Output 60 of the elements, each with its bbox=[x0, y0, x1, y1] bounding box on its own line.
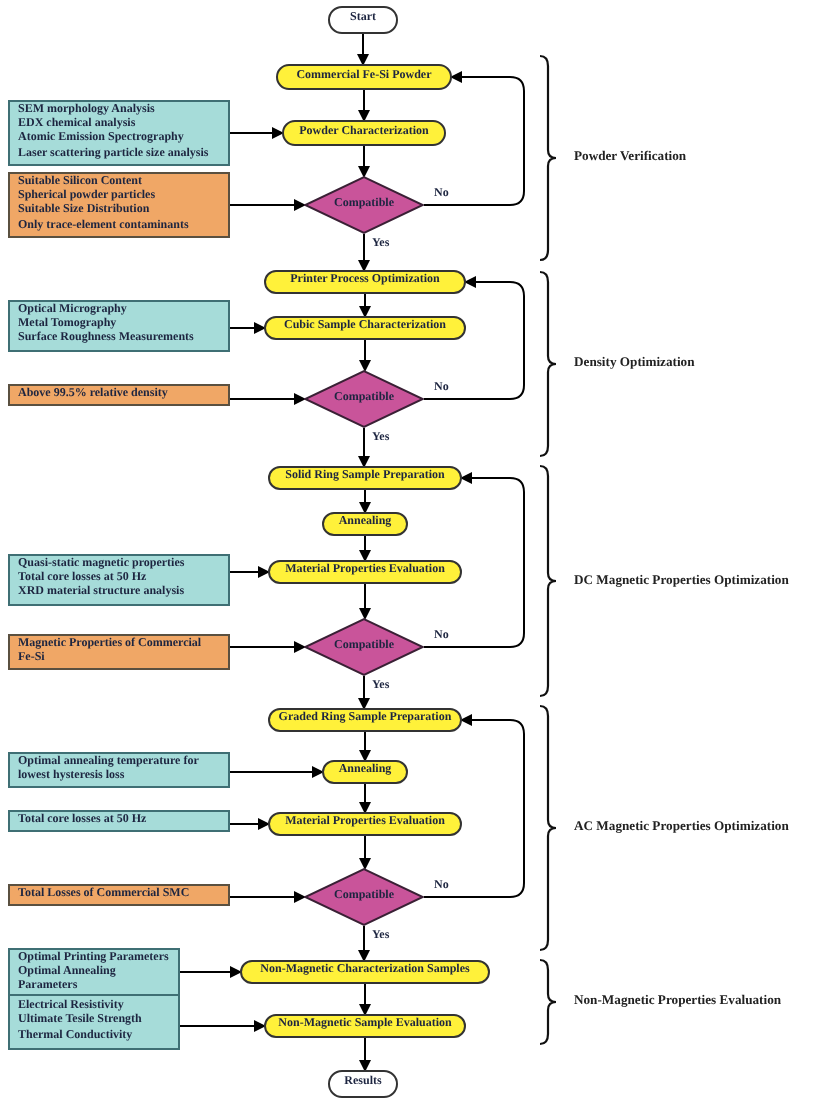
method-box bbox=[8, 810, 230, 833]
arrow bbox=[229, 127, 284, 139]
process-pill bbox=[322, 512, 408, 536]
criteria-box bbox=[8, 884, 230, 907]
process-pill bbox=[268, 560, 462, 584]
process-pill bbox=[282, 120, 446, 146]
arrow bbox=[229, 566, 270, 578]
criteria-box bbox=[8, 634, 230, 671]
decision-diamond bbox=[304, 176, 424, 234]
decision-diamond bbox=[304, 618, 424, 676]
arrow bbox=[359, 835, 371, 870]
arrow bbox=[229, 766, 324, 778]
arrow bbox=[359, 489, 371, 514]
process-pill bbox=[264, 316, 466, 340]
method-box bbox=[8, 300, 230, 352]
arrow bbox=[179, 966, 242, 978]
arrow bbox=[423, 276, 525, 400]
arrow bbox=[358, 89, 370, 122]
arrow bbox=[229, 641, 306, 653]
terminal-pill bbox=[328, 1070, 398, 1098]
arrow bbox=[229, 199, 306, 211]
arrow bbox=[229, 393, 306, 405]
decision-diamond bbox=[304, 370, 424, 428]
arrow bbox=[359, 583, 371, 620]
arrow bbox=[358, 427, 370, 468]
arrow bbox=[359, 783, 371, 814]
criteria-box bbox=[8, 384, 230, 407]
process-pill bbox=[322, 760, 408, 784]
process-pill bbox=[268, 466, 462, 490]
process-pill bbox=[268, 812, 462, 836]
process-pill bbox=[264, 270, 466, 294]
arrow bbox=[229, 322, 266, 334]
method-box bbox=[8, 752, 230, 789]
method-box bbox=[8, 554, 230, 606]
arrow bbox=[358, 675, 370, 710]
process-pill bbox=[276, 64, 452, 90]
arrow bbox=[229, 891, 306, 903]
criteria-box bbox=[8, 172, 230, 238]
arrow bbox=[359, 293, 371, 318]
terminal-pill bbox=[328, 6, 398, 34]
method-box bbox=[8, 100, 230, 166]
arrow bbox=[359, 983, 371, 1016]
arrow bbox=[359, 535, 371, 562]
arrow bbox=[358, 925, 370, 962]
arrow bbox=[423, 714, 525, 898]
arrow bbox=[359, 339, 371, 372]
decision-diamond bbox=[304, 868, 424, 926]
arrow bbox=[357, 33, 369, 66]
arrow bbox=[179, 1020, 266, 1032]
arrow bbox=[423, 71, 525, 206]
arrow bbox=[229, 818, 270, 830]
arrow bbox=[359, 731, 371, 762]
process-pill bbox=[240, 960, 490, 984]
arrow bbox=[359, 1037, 371, 1072]
process-pill bbox=[268, 708, 462, 732]
arrow bbox=[423, 472, 525, 648]
arrow bbox=[358, 145, 370, 178]
process-pill bbox=[264, 1014, 466, 1038]
arrow bbox=[358, 233, 370, 272]
method-box bbox=[8, 994, 180, 1050]
